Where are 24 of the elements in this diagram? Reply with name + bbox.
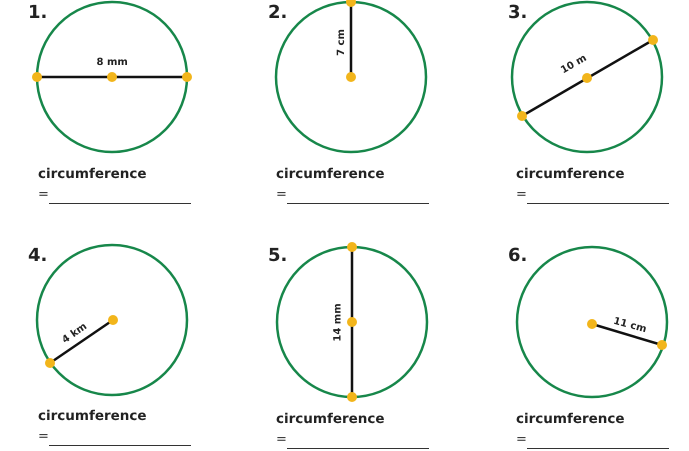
dimension-label: 8 mm [96, 56, 128, 68]
equals-sign: = [38, 429, 49, 444]
problem-number: 4. [28, 245, 48, 266]
dimension-label: 10 m [559, 52, 589, 76]
equals-sign: = [38, 187, 49, 202]
problem-number: 1. [28, 2, 48, 23]
problem-number: 5. [268, 245, 288, 266]
problem-number: 2. [268, 2, 288, 23]
question-text: circumference [38, 166, 147, 182]
dimension-label: 14 mm [332, 302, 344, 342]
question-text: circumference [516, 411, 625, 427]
question-text: circumference [38, 408, 147, 424]
dimension-label: 7 cm [335, 28, 346, 56]
equals-sign: = [516, 187, 527, 202]
problem-number: 3. [508, 2, 528, 23]
question-text: circumference [276, 166, 385, 182]
problem-number: 6. [508, 245, 528, 266]
question-text: circumference [276, 411, 385, 427]
question-text: circumference [516, 166, 625, 182]
equals-sign: = [276, 187, 287, 202]
equals-sign: = [516, 432, 527, 447]
equals-sign: = [276, 432, 287, 447]
dimension-label: 11 cm [612, 315, 648, 335]
dimension-label: 4 km [60, 320, 90, 346]
